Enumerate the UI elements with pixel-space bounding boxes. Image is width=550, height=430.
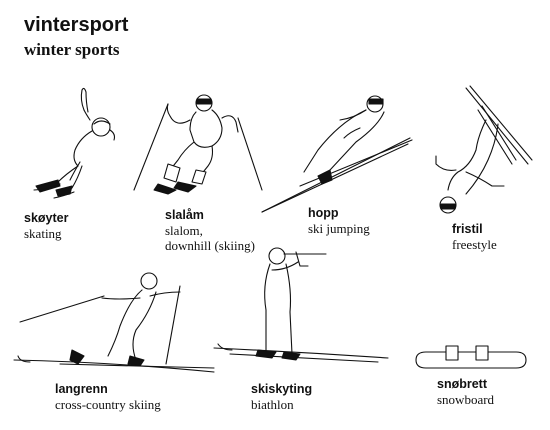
skater-illustration (33, 87, 116, 199)
freestyle-ski-1 (465, 87, 529, 165)
xc-arm (101, 297, 141, 300)
term-freestyle-norwegian: fristil (452, 222, 483, 236)
term-biathlon: skiskyting biathlon (251, 382, 312, 412)
term-ski-jumping: hopp ski jumping (308, 206, 370, 236)
cross-country-illustration (13, 272, 215, 373)
term-biathlon-english: biathlon (251, 397, 294, 412)
term-slalom-english: slalom, downhill (skiing) (165, 223, 255, 253)
term-skating: skøyter skating (24, 211, 68, 241)
skater-arm (80, 89, 85, 111)
term-skating-norwegian: skøyter (24, 211, 69, 225)
slalom-pole-left (133, 103, 169, 191)
slalom-illustration (133, 94, 263, 195)
xc-pole-right (165, 285, 181, 365)
xc-body (107, 289, 143, 357)
biathlon-illustration (213, 247, 389, 363)
slalom-pole-right (237, 117, 263, 191)
slalom-arm-left (166, 103, 191, 124)
biathlon-ski-1 (213, 347, 389, 359)
term-freestyle: fristil freestyle (452, 222, 497, 252)
jumper-ski-1 (261, 137, 411, 213)
term-cross-country-norwegian: langrenn (55, 382, 108, 396)
term-snowboard-english: snowboard (437, 392, 495, 407)
ski-jumper-illustration (261, 95, 413, 213)
freestyle-body (447, 119, 487, 191)
term-skating-english: skating (24, 226, 62, 241)
term-freestyle-english: freestyle (452, 237, 497, 252)
xc-ski (13, 359, 215, 373)
term-snowboard-norwegian: snøbrett (437, 377, 487, 391)
term-cross-country-english: cross-country skiing (55, 397, 161, 412)
term-slalom-norwegian: slalåm (165, 208, 204, 222)
skater-head (91, 117, 111, 137)
term-ski-jumping-norwegian: hopp (308, 206, 339, 220)
snowboard-board (415, 351, 527, 369)
biathlon-body (264, 263, 271, 353)
skater-torso (73, 130, 93, 167)
snowboard-illustration (415, 345, 527, 369)
freestyle-illustration (435, 85, 533, 214)
term-snowboard: snøbrett snowboard (437, 377, 494, 407)
page-subtitle: winter sports (24, 40, 120, 59)
xc-pole-left (19, 295, 105, 323)
term-biathlon-norwegian: skiskyting (251, 382, 313, 396)
slalom-arm-right (221, 115, 239, 133)
term-slalom: slalåm slalom, downhill (skiing) (165, 208, 255, 253)
page-title: vintersport (24, 14, 129, 36)
term-cross-country: langrenn cross-country skiing (55, 382, 161, 412)
term-ski-jumping-english: ski jumping (308, 221, 370, 236)
